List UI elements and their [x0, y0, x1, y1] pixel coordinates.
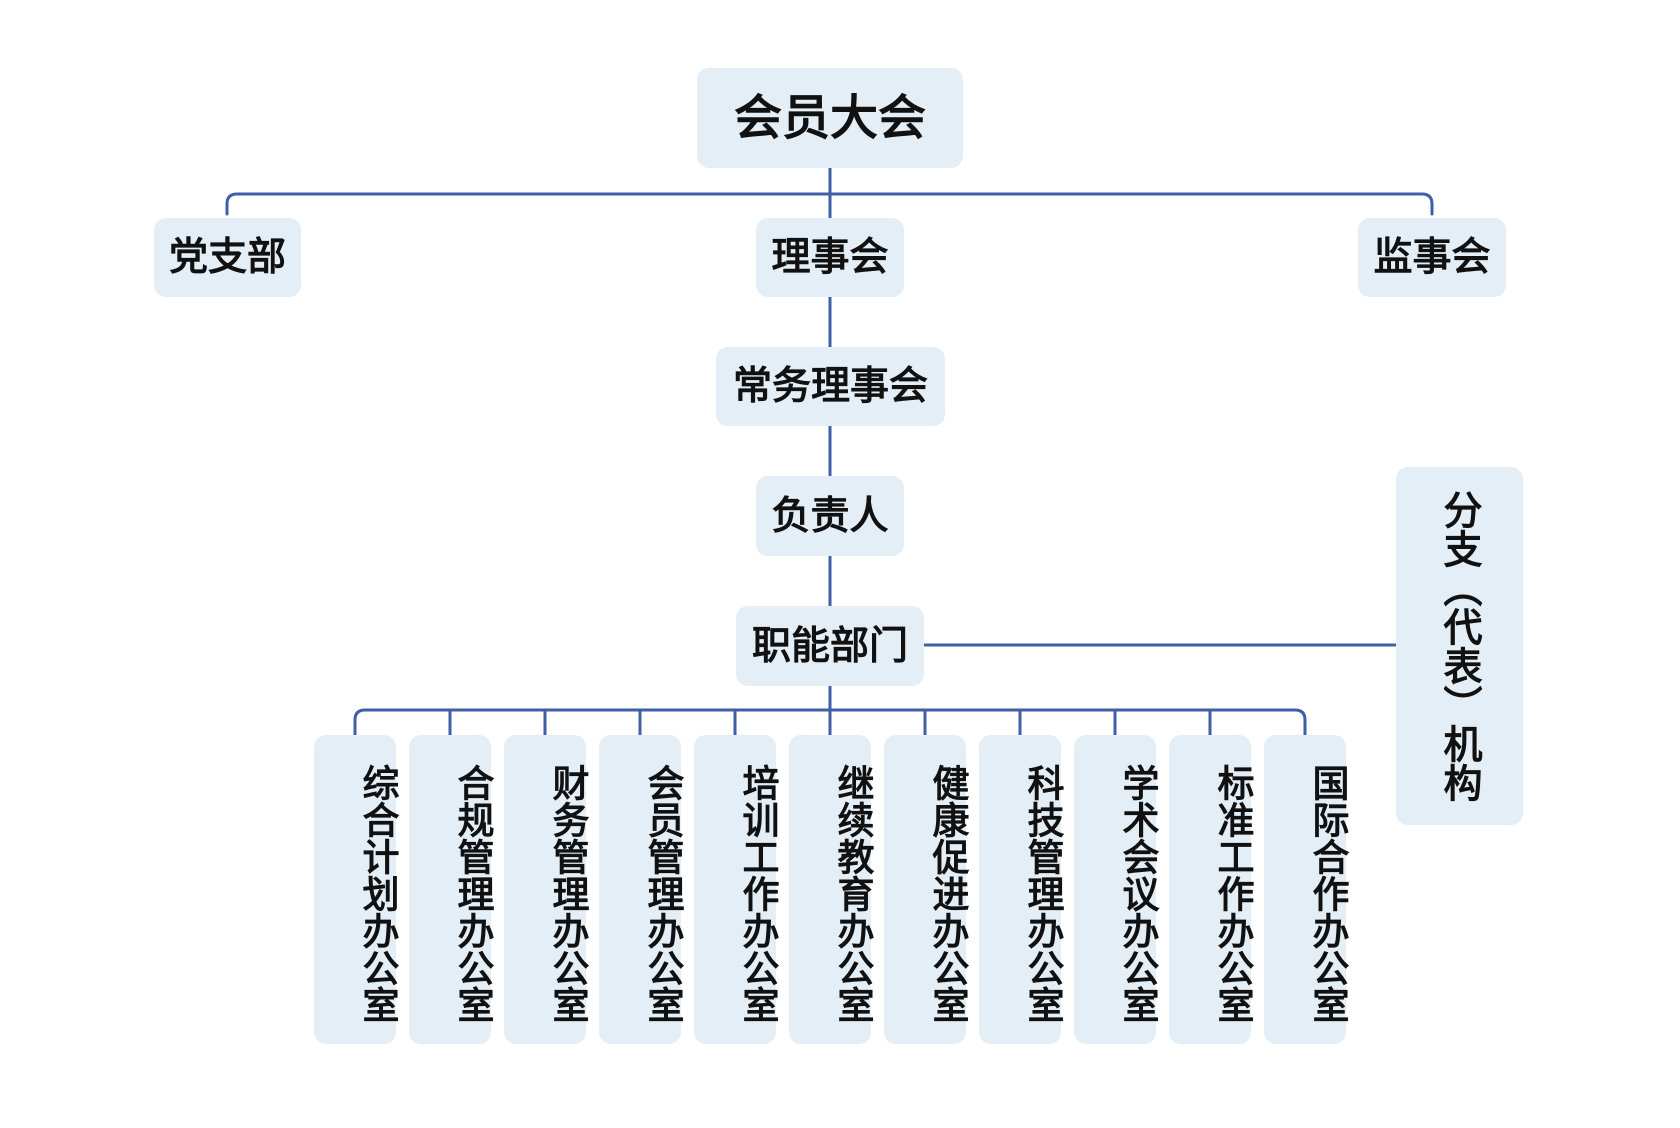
- node-principal: 负责人: [756, 476, 904, 556]
- office-training: 培训工作办公室: [694, 735, 779, 1044]
- office-technology-management: 科技管理办公室: [979, 735, 1064, 1044]
- node-party-branch: 党支部: [154, 218, 301, 297]
- node-functional-departments: 职能部门: [736, 606, 924, 686]
- office-finance: 财务管理办公室: [504, 735, 589, 1044]
- office-comprehensive-planning: 综合计划办公室: [314, 735, 399, 1044]
- node-assembly: 会员大会: [697, 68, 963, 168]
- office-compliance: 合规管理办公室: [409, 735, 494, 1044]
- node-standing-council: 常务理事会: [716, 347, 945, 426]
- node-council: 理事会: [756, 218, 904, 297]
- office-health-promotion: 健康促进办公室: [884, 735, 969, 1044]
- office-continuing-education: 继续教育办公室: [789, 735, 874, 1044]
- office-international-cooperation: 国际合作办公室: [1264, 735, 1349, 1044]
- node-supervisory-board: 监事会: [1358, 218, 1506, 297]
- office-academic-conference: 学术会议办公室: [1074, 735, 1159, 1044]
- office-standards: 标准工作办公室: [1169, 735, 1254, 1044]
- office-membership: 会员管理办公室: [599, 735, 684, 1044]
- node-branch-organizations: 分支（代表）机构: [1396, 467, 1523, 825]
